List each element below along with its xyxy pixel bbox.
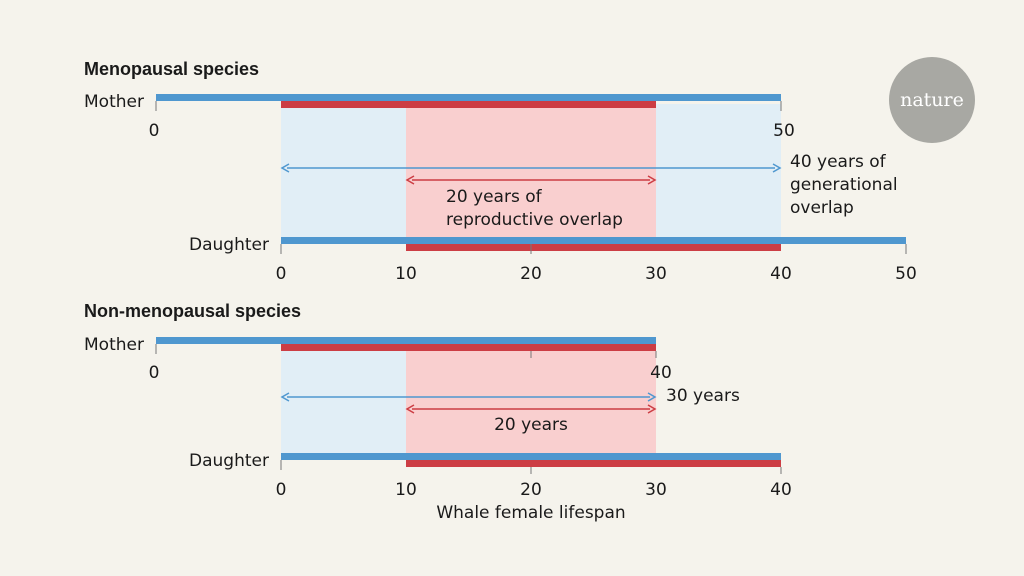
daughter-tick-label: 20 — [520, 480, 542, 500]
mother-lifespan-bar — [156, 94, 781, 101]
daughter-tick-label: 10 — [395, 264, 417, 284]
non-menopausal-heading: Non-menopausal species — [84, 301, 301, 321]
daughter-tick-label: 0 — [276, 264, 287, 284]
mother-lifespan-bar — [156, 337, 656, 344]
reproductive-overlap-text: 20 years of — [446, 187, 543, 207]
axis-label: Whale female lifespan — [436, 503, 625, 523]
mother-tick-label: 0 — [149, 363, 160, 383]
generational-overlap-text: generational — [790, 175, 898, 195]
reproductive-arrowhead-left — [405, 404, 415, 414]
daughter-tick-label: 30 — [645, 480, 667, 500]
generational-overlap-text: 40 years of — [790, 152, 887, 172]
non-menopausal-panel: Non-menopausal species Mother 0 40 30 ye… — [84, 301, 792, 523]
reproductive-overlap-region — [406, 351, 656, 454]
daughter-tick-label: 40 — [770, 480, 792, 500]
daughter-lifespan-bar — [281, 453, 781, 460]
generational-overlap-text: overlap — [790, 198, 854, 218]
mother-label: Mother — [84, 92, 144, 112]
nature-logo: nature — [889, 57, 975, 143]
daughter-tick-label: 0 — [276, 480, 287, 500]
mother-label: Mother — [84, 335, 144, 355]
daughter-lifespan-bar — [281, 237, 906, 244]
daughter-reproductive-bar — [406, 244, 781, 251]
nature-logo-circle — [889, 57, 975, 143]
reproductive-arrowhead-right — [647, 175, 657, 185]
mother-reproductive-bar — [281, 344, 656, 351]
daughter-reproductive-bar — [406, 460, 781, 467]
reproductive-overlap-region — [406, 104, 656, 238]
reproductive-overlap-text: reproductive overlap — [446, 210, 623, 230]
menopausal-panel: Menopausal species Mother 0 50 40 years … — [84, 59, 917, 284]
generational-arrowhead-right — [647, 392, 657, 402]
mother-tick-label: 50 — [773, 121, 795, 141]
reproductive-arrowhead-left — [405, 175, 415, 185]
daughter-tick-label: 10 — [395, 480, 417, 500]
mother-tick-label: 40 — [650, 363, 672, 383]
generational-overlap-text: 30 years — [666, 386, 740, 406]
generational-arrowhead-right — [772, 163, 782, 173]
generational-arrowhead-left — [280, 163, 290, 173]
reproductive-arrowhead-right — [647, 404, 657, 414]
mother-tick-label: 0 — [149, 121, 160, 141]
daughter-tick-label: 30 — [645, 264, 667, 284]
generational-arrowhead-left — [280, 392, 290, 402]
nature-logo-text: nature — [900, 89, 964, 111]
daughter-tick-label: 20 — [520, 264, 542, 284]
daughter-tick-label: 50 — [895, 264, 917, 284]
daughter-tick-label: 40 — [770, 264, 792, 284]
mother-reproductive-bar — [281, 101, 656, 108]
menopausal-heading: Menopausal species — [84, 59, 259, 79]
daughter-label: Daughter — [189, 451, 269, 471]
daughter-label: Daughter — [189, 235, 269, 255]
reproductive-overlap-text: 20 years — [494, 415, 568, 435]
